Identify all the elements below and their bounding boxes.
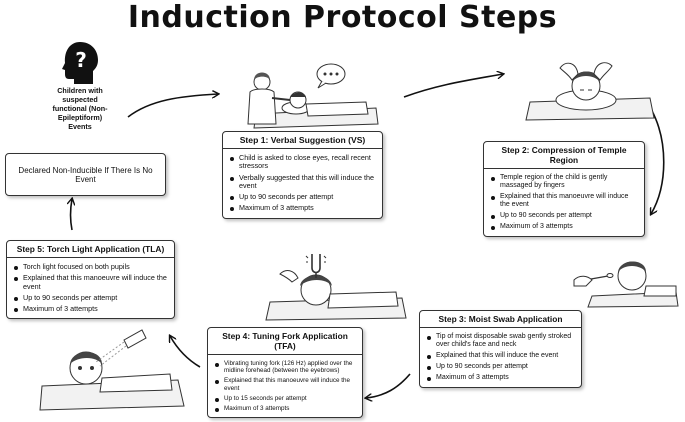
declared-non-inducible-box: Declared Non-Inducible If There Is No Ev… <box>5 153 166 196</box>
step-2-title: Step 2: Compression of Temple Region <box>484 142 644 169</box>
step-4-item: Vibrating tuning fork (126 Hz) applied o… <box>215 360 356 374</box>
step-3-box: Step 3: Moist Swab Application Tip of mo… <box>419 310 582 389</box>
step-4-item: Explained that this manoeuvre will induc… <box>215 377 356 392</box>
step-1-item: Child is asked to close eyes, recall rec… <box>230 153 376 171</box>
step-3-item: Up to 90 seconds per attempt <box>427 363 575 371</box>
step-3-item: Maximum of 3 attempts <box>427 374 575 382</box>
step-2-item: Up to 90 seconds per attempt <box>491 212 638 220</box>
step-5-item: Explained that this manoeuvre will induc… <box>14 273 167 291</box>
step-3-title: Step 3: Moist Swab Application <box>420 311 581 328</box>
declared-non-inducible-label: Declared Non-Inducible If There Is No Ev… <box>18 165 153 184</box>
step-1-item: Maximum of 3 attempts <box>230 204 376 212</box>
question-head-icon: ? <box>62 42 98 84</box>
step-1-box: Step 1: Verbal Suggestion (VS) Child is … <box>222 131 383 219</box>
tuning-fork-illustration <box>265 254 407 321</box>
arrow-step1-to-step2 <box>403 74 503 98</box>
arrow-step3-to-step4 <box>366 373 411 398</box>
arrow-start-to-step1 <box>127 94 218 118</box>
step-5-box: Step 5: Torch Light Application (TLA) To… <box>6 240 175 320</box>
step-1-item: Verbally suggested that this will induce… <box>230 172 375 190</box>
step-3-item: Explained that this will induce the even… <box>427 352 575 360</box>
step-4-item: Maximum of 3 attempts <box>215 405 356 413</box>
step-1-item: Up to 90 seconds per attempt <box>230 192 376 201</box>
step-2-item: Temple region of the child is gently mas… <box>491 174 638 190</box>
step-5-title: Step 5: Torch Light Application (TLA) <box>7 241 174 258</box>
step-4-item: Up to 15 seconds per attempt <box>215 395 356 403</box>
step-3-item: Tip of moist disposable swab gently stro… <box>427 333 575 349</box>
diagram-title: Induction Protocol Steps <box>127 0 558 35</box>
torch-light-illustration <box>39 329 185 411</box>
step-2-item: Maximum of 3 attempts <box>491 223 638 231</box>
step-4-box: Step 4: Tuning Fork Application (TFA) Vi… <box>207 327 363 419</box>
verbal-suggestion-illustration <box>247 63 379 129</box>
moist-swab-illustration <box>573 261 679 308</box>
step-5-item: Up to 90 seconds per attempt <box>14 293 168 302</box>
step-5-item: Maximum of 3 attempts <box>14 304 168 313</box>
step-2-item: Explained that this manoeuvre will induc… <box>491 193 638 209</box>
start-label: Children with suspected functional (Non-… <box>52 86 108 131</box>
temple-compression-illustration <box>525 62 655 121</box>
step-2-box: Step 2: Compression of Temple Region Tem… <box>483 141 645 238</box>
svg-text:?: ? <box>75 48 87 72</box>
arrow-step2-to-step3 <box>651 108 665 214</box>
step-5-item: Torch light focused on both pupils <box>14 262 168 271</box>
step-4-title: Step 4: Tuning Fork Application (TFA) <box>208 328 362 355</box>
step-1-title: Step 1: Verbal Suggestion (VS) <box>223 132 382 149</box>
arrow-step5-to-declared <box>71 199 73 231</box>
arrow-step4-to-step5 <box>170 336 201 368</box>
